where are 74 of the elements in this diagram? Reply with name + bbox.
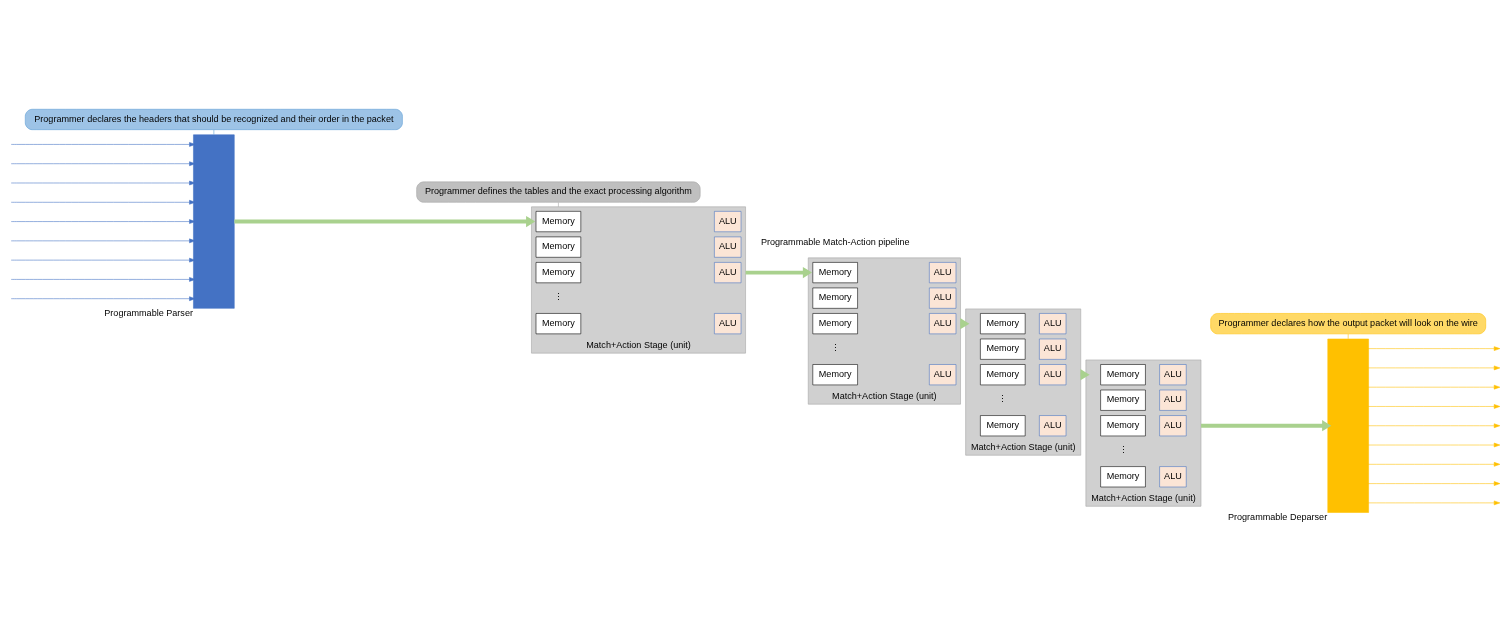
arrow [1366,442,1501,448]
arrow [10,219,196,224]
arrow [1366,384,1501,390]
node-box: ALU [1039,338,1067,360]
label: ⋮ [998,394,1008,405]
node-label: Match+Action Stage (unit) [832,390,937,401]
node-label: Programmable Deparser [1227,511,1328,522]
node-box: ALU [714,313,742,335]
arrow [1366,481,1501,486]
node-box: ALU [929,313,957,335]
arrow [10,180,196,186]
arrow [10,277,196,282]
node-box: Programmer declares the headers that should be recognized and their order in the packet [25,109,403,130]
label: ⋮ [830,343,840,354]
node-box: ALU [1159,389,1187,411]
node-box: ALU [1159,364,1187,386]
cluster [531,206,746,354]
node-box: ALU [1159,466,1187,488]
node-box: ALU [1039,364,1067,386]
arrow [234,215,536,228]
node-box: Memory [980,415,1026,437]
connector [558,202,559,208]
arrow [10,238,196,244]
node-box: ALU [714,236,742,258]
node-box: ALU [929,287,957,309]
label: Programmable Match-Action pipeline [760,237,910,248]
arrow [10,296,196,301]
node-box: ALU [714,262,742,284]
arrow [745,266,813,279]
node-box: Memory [1100,415,1146,437]
node-box: Memory [1100,364,1146,386]
node-box: Memory [1100,389,1146,411]
node-box: Memory [980,313,1026,335]
label: ⋮ [553,292,563,303]
arrow [10,161,196,166]
node-box: Programmer declares how the output packet will look on the wire [1210,313,1486,335]
arrow [1366,404,1501,409]
arrow [1201,420,1332,432]
node-box: ALU [1039,415,1067,437]
node-box: Memory [980,338,1026,360]
node-box: ALU [929,364,957,386]
arrow [10,257,196,263]
node-box: Programmer defines the tables and the exact processing algorithm [416,181,701,203]
node-box: ALU [714,211,742,233]
arrow [10,200,196,205]
node-box: Memory [535,262,582,284]
arrow [1366,365,1501,371]
node-box: Memory [812,287,858,309]
node-box: Memory [812,262,858,284]
node-label: Match+Action Stage (unit) [586,339,691,350]
node-box: ALU [1039,313,1067,335]
arrow [1366,500,1501,506]
node-box [1327,338,1369,513]
label: ⋮ [1118,445,1128,456]
arrow [1366,462,1501,467]
node-box: Memory [812,364,858,386]
connector [1347,333,1349,340]
node-box: Memory [812,313,858,335]
arrow [1366,346,1501,351]
node-box: Memory [535,236,582,258]
node-label: Match+Action Stage (unit) [1091,493,1196,504]
node-box [193,134,235,309]
node-box: ALU [929,262,957,284]
node-box: Memory [535,313,582,335]
cluster [1085,359,1202,507]
node-box: Memory [535,211,582,233]
arrow [10,142,196,147]
node-label: Programmable Parser [104,307,193,318]
arrow [1366,423,1501,428]
node-box: Memory [1100,466,1146,488]
node-label: Match+Action Stage (unit) [970,442,1076,453]
node-box: ALU [1159,415,1187,437]
node-box: Memory [980,364,1026,386]
connector [213,129,215,135]
